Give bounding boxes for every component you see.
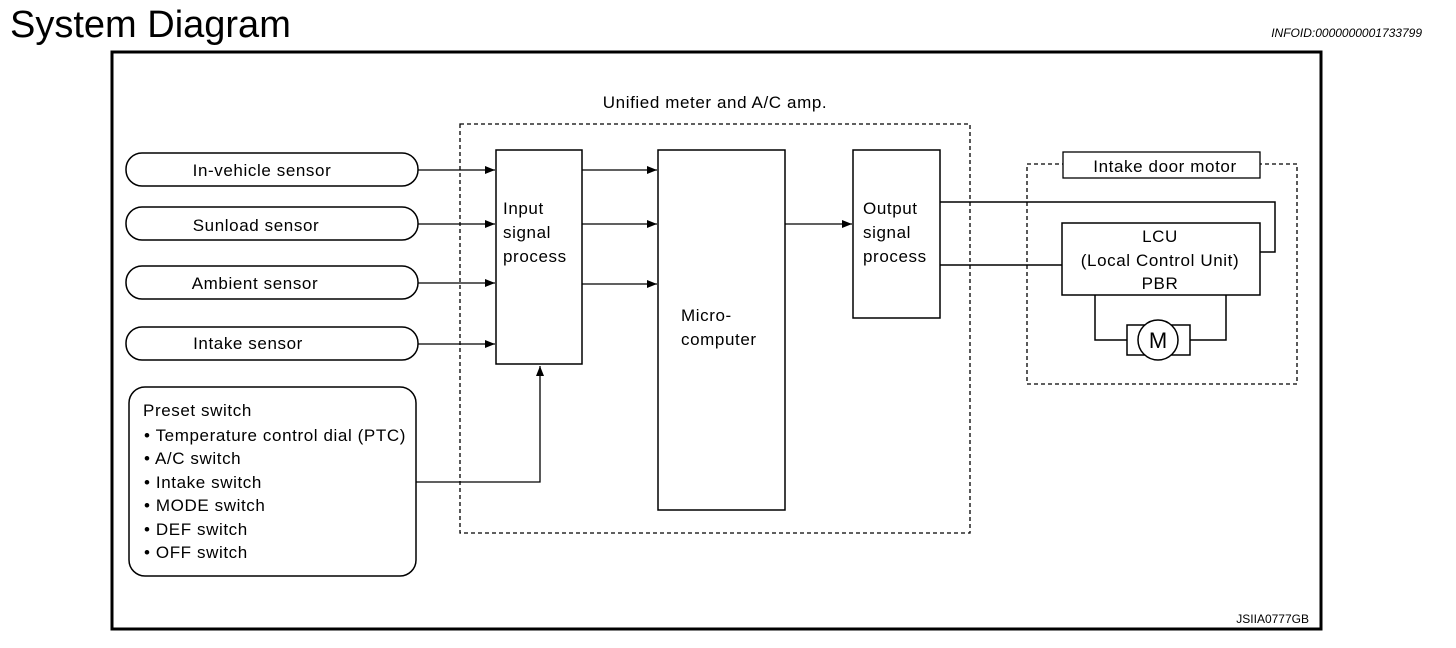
svg-text:Ambient sensor: Ambient sensor	[192, 274, 319, 293]
output-to-lcu-wires	[940, 201, 1276, 266]
info-id: INFOID:0000000001733799	[1271, 26, 1422, 40]
svg-text:LCU: LCU	[1142, 227, 1178, 246]
svg-text:computer: computer	[681, 330, 757, 349]
svg-text:• MODE switch: • MODE switch	[144, 496, 265, 515]
svg-text:Output: Output	[863, 199, 918, 218]
sensor-arrows	[418, 166, 495, 348]
svg-text:Micro-: Micro-	[681, 306, 732, 325]
svg-text:• OFF switch: • OFF switch	[144, 543, 248, 562]
lcu-block: LCU (Local Control Unit) PBR	[1061, 222, 1261, 296]
svg-text:PBR: PBR	[1142, 274, 1179, 293]
preset-switch-box: Preset switch • Temperature control dial…	[128, 386, 417, 577]
svg-text:• Temperature control dial (PT: • Temperature control dial (PTC)	[144, 426, 406, 445]
amp-enclosure	[459, 123, 971, 534]
svg-text:Intake door motor: Intake door motor	[1093, 157, 1236, 176]
svg-text:M: M	[1149, 328, 1167, 353]
amp-label: Unified meter and A/C amp.	[603, 93, 827, 112]
sensor-ambient: Ambient sensor	[125, 265, 419, 300]
sensor-sunload: Sunload sensor	[125, 206, 419, 241]
svg-text:(Local Control Unit): (Local Control Unit)	[1081, 251, 1239, 270]
sensor-in-vehicle: In-vehicle sensor	[125, 152, 419, 187]
preset-switch-arrow	[416, 366, 544, 483]
svg-text:process: process	[863, 247, 927, 266]
diagram-frame	[110, 50, 1323, 631]
svg-text:• Intake switch: • Intake switch	[144, 473, 262, 492]
preset-switch-list: • Temperature control dial (PTC) • A/C s…	[144, 426, 406, 562]
svg-text:Intake sensor: Intake sensor	[193, 334, 303, 353]
svg-text:process: process	[503, 247, 567, 266]
svg-text:• A/C switch: • A/C switch	[144, 449, 241, 468]
svg-text:signal: signal	[503, 223, 551, 242]
output-signal-process-block: Output signal process	[852, 149, 941, 319]
svg-text:In-vehicle sensor: In-vehicle sensor	[193, 161, 332, 180]
input-to-micro-arrows	[582, 166, 657, 288]
page-title: System Diagram	[10, 4, 291, 46]
preset-switch-title: Preset switch	[143, 401, 252, 420]
diagram-code: JSIIA0777GB	[1236, 612, 1309, 626]
svg-text:Input: Input	[503, 199, 544, 218]
microcomputer-block: Micro- computer	[657, 149, 786, 511]
motor-icon: M	[1137, 319, 1179, 361]
input-signal-process-block: Input signal process	[495, 149, 583, 365]
svg-text:Sunload sensor: Sunload sensor	[193, 216, 320, 235]
svg-text:signal: signal	[863, 223, 911, 242]
sensor-intake: Intake sensor	[125, 326, 419, 361]
intake-door-motor-label-box: Intake door motor	[1062, 151, 1261, 179]
svg-text:• DEF switch: • DEF switch	[144, 520, 248, 539]
